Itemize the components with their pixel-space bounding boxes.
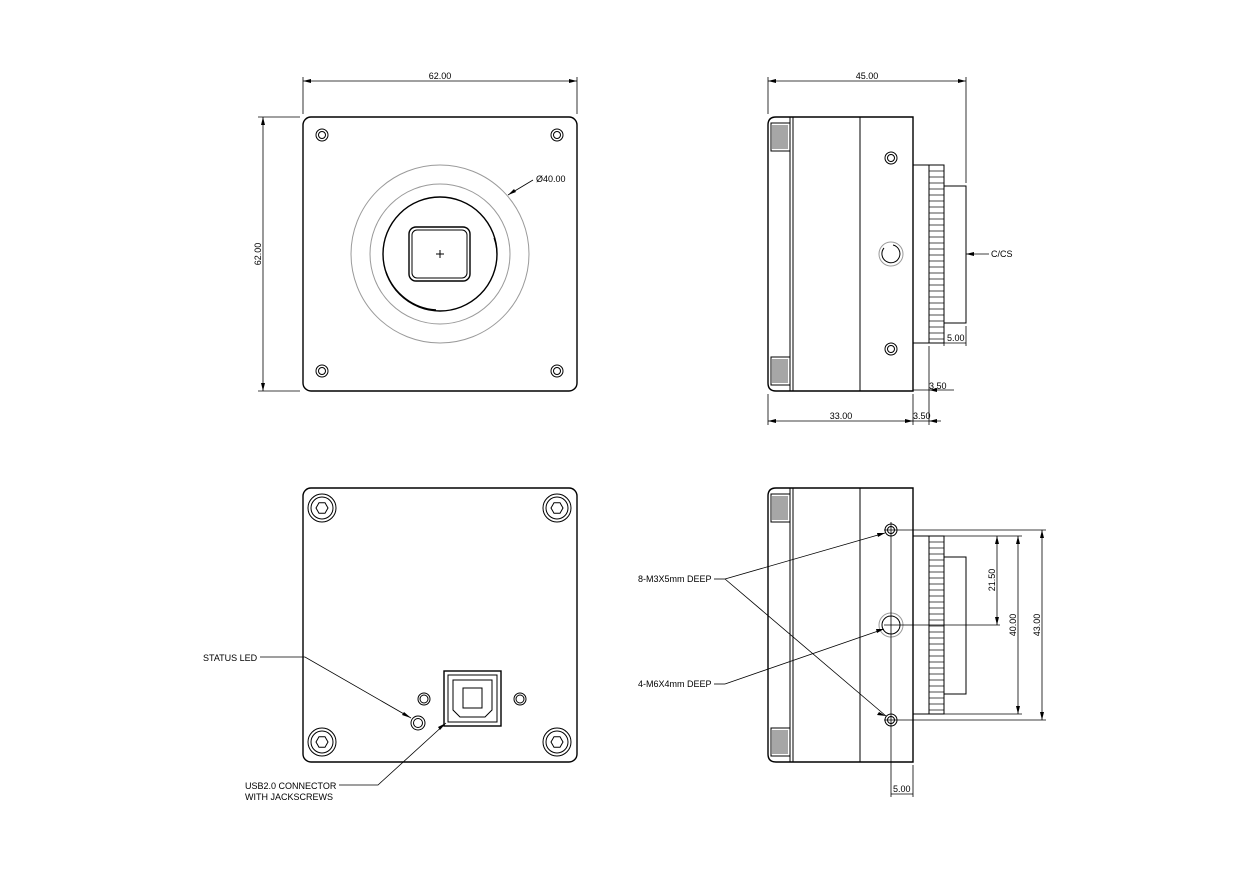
side-grip-top: [770, 122, 791, 152]
dim-5-00: 5.00: [891, 765, 914, 797]
usb-leader: USB2.0 CONNECTOR WITH JACKSCREWS: [245, 722, 447, 802]
mount-type-label: C/CS: [991, 249, 1013, 259]
m3-leader: 8-M3X5mm DEEP: [638, 532, 887, 717]
dim-40-00-label: 40.00: [1008, 614, 1018, 637]
bottom-side-grip-top: [770, 493, 791, 523]
dim-21-50-label: 21.50: [987, 569, 997, 592]
side-mount-holes: [878, 151, 904, 356]
dim-40-00: 40.00: [1008, 536, 1020, 714]
flange-dimension-a: 3.50: [913, 346, 954, 394]
cs-mount-thread: [912, 164, 967, 344]
side-grip-bottom: [770, 356, 791, 386]
front-height-dimension: 62.00: [253, 116, 300, 392]
thread-length-dimension: 5.00: [943, 326, 967, 346]
bottom-side-grip-bottom: [770, 727, 791, 757]
thread-length-label: 5.00: [947, 333, 965, 343]
front-width-dimension: 62.00: [302, 71, 578, 114]
cs-leader: C/CS: [966, 249, 1013, 259]
dim-43-00-label: 43.00: [1032, 614, 1042, 637]
m6-leader: 4-M6X4mm DEEP: [638, 628, 885, 689]
rear-view: STATUS LED USB2.0 CONNECTOR WITH JACKSCR…: [203, 487, 578, 802]
bottom-side-housing-outline: [767, 487, 914, 763]
dim-43-00: 43.00: [1032, 530, 1044, 720]
sensor-window: [408, 226, 471, 282]
side-housing-outline: [767, 116, 914, 392]
rear-corner-screws: [307, 493, 572, 757]
status-led-label: STATUS LED: [203, 653, 258, 663]
m3-label: 8-M3X5mm DEEP: [638, 574, 712, 584]
side-depth-label: 45.00: [856, 71, 879, 81]
flange-a-label: 3.50: [929, 381, 947, 391]
side-view: C/CS 45.00 5.00 3.50: [767, 71, 1013, 425]
usb-connector: [443, 670, 502, 727]
jackscrew-holes: [417, 692, 527, 706]
front-width-label: 62.00: [429, 71, 452, 81]
body-length-label: 33.00: [830, 411, 853, 421]
front-housing-outline: [302, 116, 578, 392]
bottom-side-view: 21.50 40.00 43.00 5.00 8-M3X5mm DEEP: [638, 487, 1046, 797]
front-height-label: 62.00: [253, 243, 263, 266]
dim-5-00-label: 5.00: [893, 784, 911, 794]
center-cross-icon: [436, 250, 444, 258]
usb-label-line1: USB2.0 CONNECTOR: [245, 781, 337, 791]
status-led: [410, 715, 426, 731]
flange-b-label: 3.50: [913, 411, 931, 421]
front-view: 62.00 62.00 Ø40.00: [253, 71, 578, 392]
m6-label: 4-M6X4mm DEEP: [638, 679, 712, 689]
status-led-leader: STATUS LED: [203, 653, 412, 719]
usb-label-line2: WITH JACKSCREWS: [245, 792, 333, 802]
side-depth-dimension: 45.00: [767, 71, 967, 183]
front-corner-screws: [315, 128, 564, 378]
diameter-label: Ø40.00: [536, 174, 566, 184]
diameter-leader: Ø40.00: [507, 174, 566, 196]
body-length-dimension: 33.00 3.50: [767, 394, 941, 425]
lens-mount: [350, 164, 530, 344]
rear-housing-outline: [302, 487, 578, 763]
dim-21-50: 21.50: [987, 536, 999, 625]
